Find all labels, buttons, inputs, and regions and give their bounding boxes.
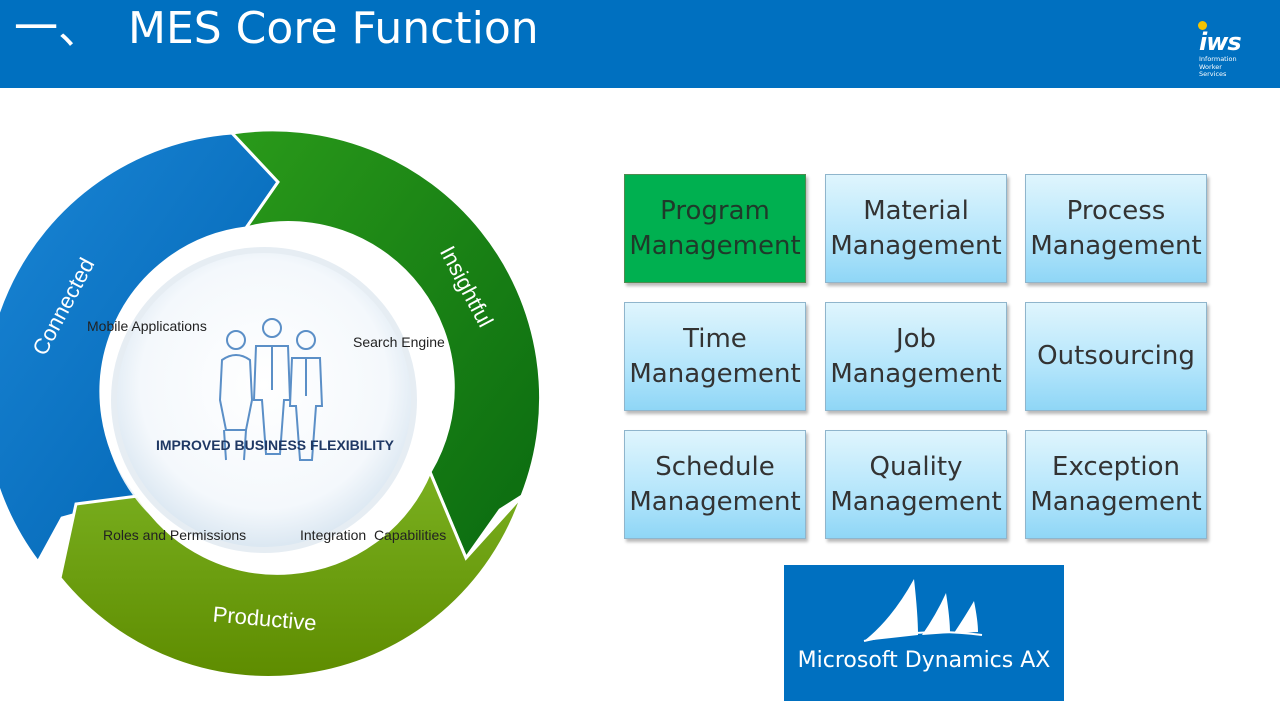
team-people-icon: [218, 318, 324, 461]
tile-line2: Management: [1030, 230, 1202, 261]
tile-line1: Outsourcing: [1037, 341, 1195, 371]
logo-dot-icon: [1198, 21, 1207, 30]
center-caption: IMPROVED BUSINESS FLEXIBILITY: [156, 437, 395, 453]
feature-mobile-applications: Mobile Applications: [87, 318, 207, 334]
logo-mark: iws: [1199, 28, 1242, 56]
tile-line1: Quality: [869, 451, 963, 482]
slide-title: 一、 MES Core Function: [14, 4, 539, 54]
tile-line2: Management: [830, 486, 1002, 517]
iws-logo: iws Information Worker Services: [1193, 18, 1265, 80]
tile-line1: Program: [660, 195, 770, 226]
tile-line1: Schedule: [655, 451, 775, 482]
feature-integration-capabilities: Integration Capabilities: [300, 527, 446, 543]
productive-segment: [58, 468, 524, 679]
tile-line1: Material: [863, 195, 969, 226]
tile-line2: Management: [629, 230, 801, 261]
tile-line2: Management: [830, 230, 1002, 261]
title-bar: 一、 MES Core Function iws Information Work…: [0, 0, 1280, 88]
tile-line1: Process: [1066, 195, 1166, 226]
connected-segment: [0, 131, 280, 565]
dynamics-ax-text: Microsoft Dynamics AX: [797, 648, 1051, 673]
tile-line2: Management: [629, 486, 801, 517]
feature-roles-permissions: Roles and Permissions: [103, 527, 246, 543]
feature-search-engine: Search Engine: [353, 334, 445, 350]
slide-title-text: MES Core Function: [128, 3, 539, 54]
logo-subtext: Information Worker Services: [1199, 55, 1237, 78]
core-cycle-diagram: IMPROVED BUSINESS FLEXIBILITY Mobile App…: [0, 100, 560, 684]
tile-outsourcing[interactable]: Outsourcing: [1025, 302, 1207, 411]
tile-line2: Management: [1030, 486, 1202, 517]
center-circle: [111, 247, 417, 553]
dynamics-ax-brand: Microsoft Dynamics AX: [784, 565, 1064, 701]
section-number: 一、: [14, 3, 102, 54]
tile-line2: Management: [629, 358, 801, 389]
tile-line1: Exception: [1052, 451, 1180, 482]
tile-line1: Job: [895, 323, 937, 354]
tile-line2: Management: [830, 358, 1002, 389]
dynamics-sails-icon: [863, 579, 983, 642]
tile-line1: Time: [683, 323, 747, 354]
